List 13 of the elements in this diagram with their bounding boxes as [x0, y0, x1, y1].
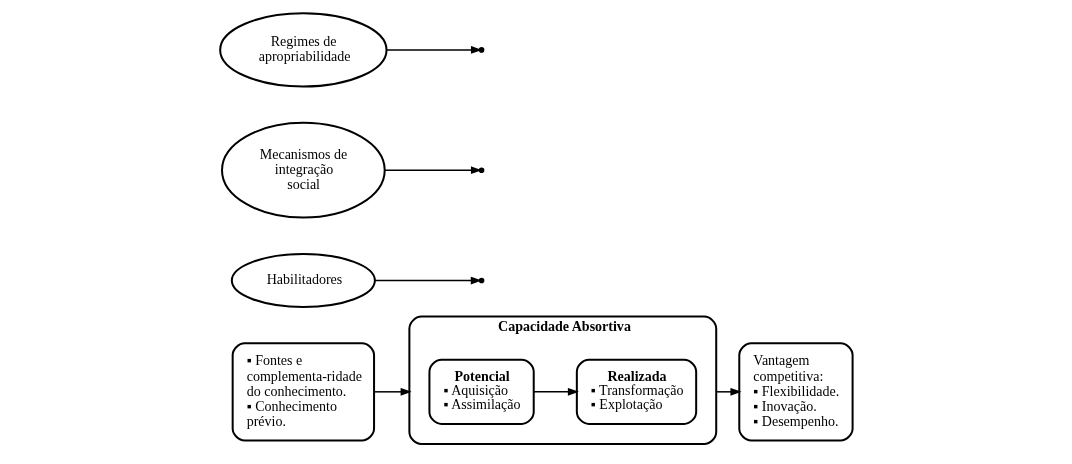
node-box: Realizada ▪ Transformação ▪ Explotação [575, 358, 697, 425]
node-box: ▪ Fontes e complementa-ridade do conhecimento. ▪ Conhecimento prévio. [231, 341, 375, 441]
arrow [383, 165, 482, 174]
node-box: Vantagem competitiva: ▪ Flexibilidade. ▪ Inovação. ▪ Desempenho. [737, 341, 854, 441]
arrow [385, 45, 482, 54]
arrow [373, 276, 482, 284]
node-ellipse: Regimes de apropriabilidade [218, 11, 388, 88]
arrow [532, 387, 579, 396]
node-ellipse: Mecanismos de integração social [220, 121, 386, 219]
arrow [373, 387, 412, 396]
arrow [714, 387, 741, 396]
node-ellipse: Habilitadores [230, 252, 376, 308]
node-box: Potencial ▪ Aquisição ▪ Assimilação [427, 358, 535, 425]
